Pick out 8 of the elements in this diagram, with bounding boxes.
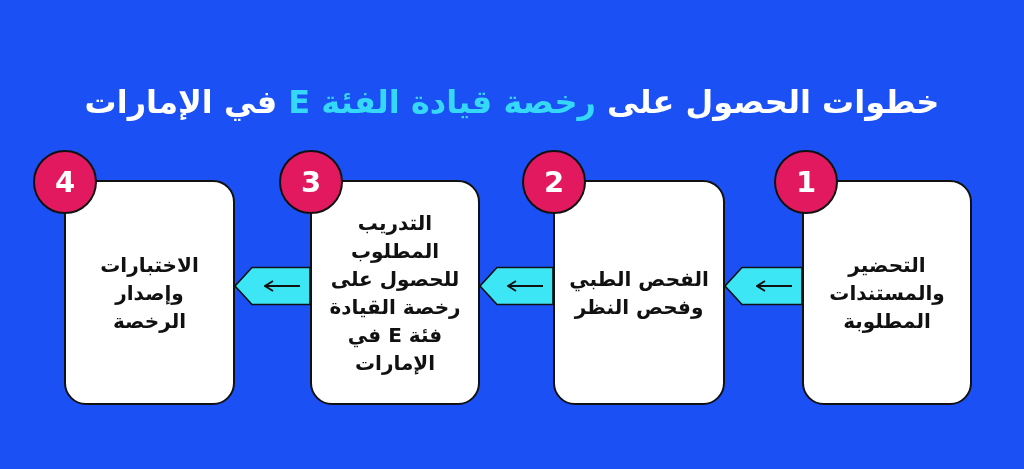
arrow: [723, 266, 803, 306]
number-badge: 1: [774, 150, 838, 214]
number-badge: 2: [522, 150, 586, 214]
number-badge: 3: [279, 150, 343, 214]
arrow: [233, 266, 311, 306]
title: خطوات الحصول على رخصة قيادة الفئة E في الإمارات: [84, 82, 940, 123]
number-badge: 4: [33, 150, 97, 214]
arrow: [478, 266, 554, 306]
